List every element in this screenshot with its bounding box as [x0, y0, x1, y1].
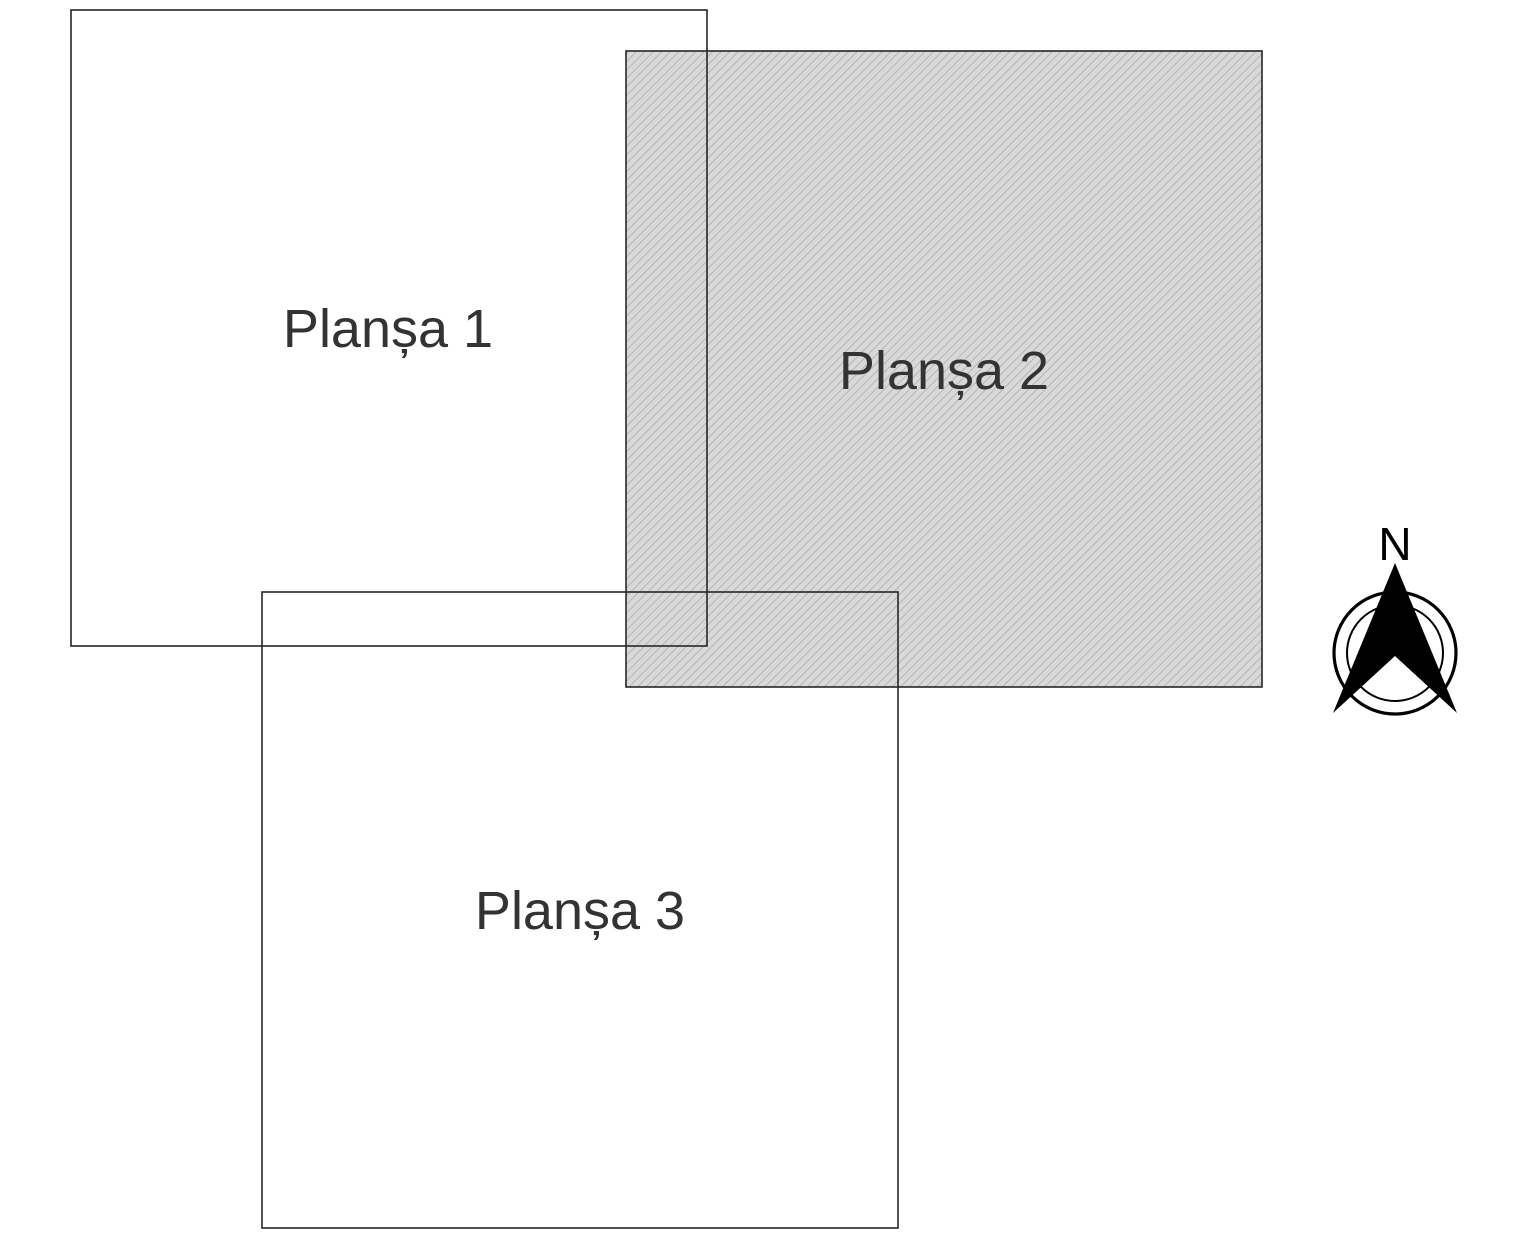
sheet-3-label: Planșa 3 [475, 881, 685, 941]
sheet-2 [625, 50, 1263, 688]
sheet-3 [261, 591, 899, 1229]
sheet-1-label: Planșa 1 [283, 299, 493, 359]
sheet-1 [70, 9, 708, 647]
sheet-3-frame [261, 591, 899, 1229]
compass-needle [1333, 563, 1457, 713]
sheet-1-frame [70, 9, 708, 647]
north-arrow-icon: N [1332, 518, 1458, 716]
sheet-2-frame [625, 50, 1263, 688]
north-letter: N [1378, 518, 1411, 570]
sheet-2-label: Planșa 2 [839, 341, 1049, 401]
